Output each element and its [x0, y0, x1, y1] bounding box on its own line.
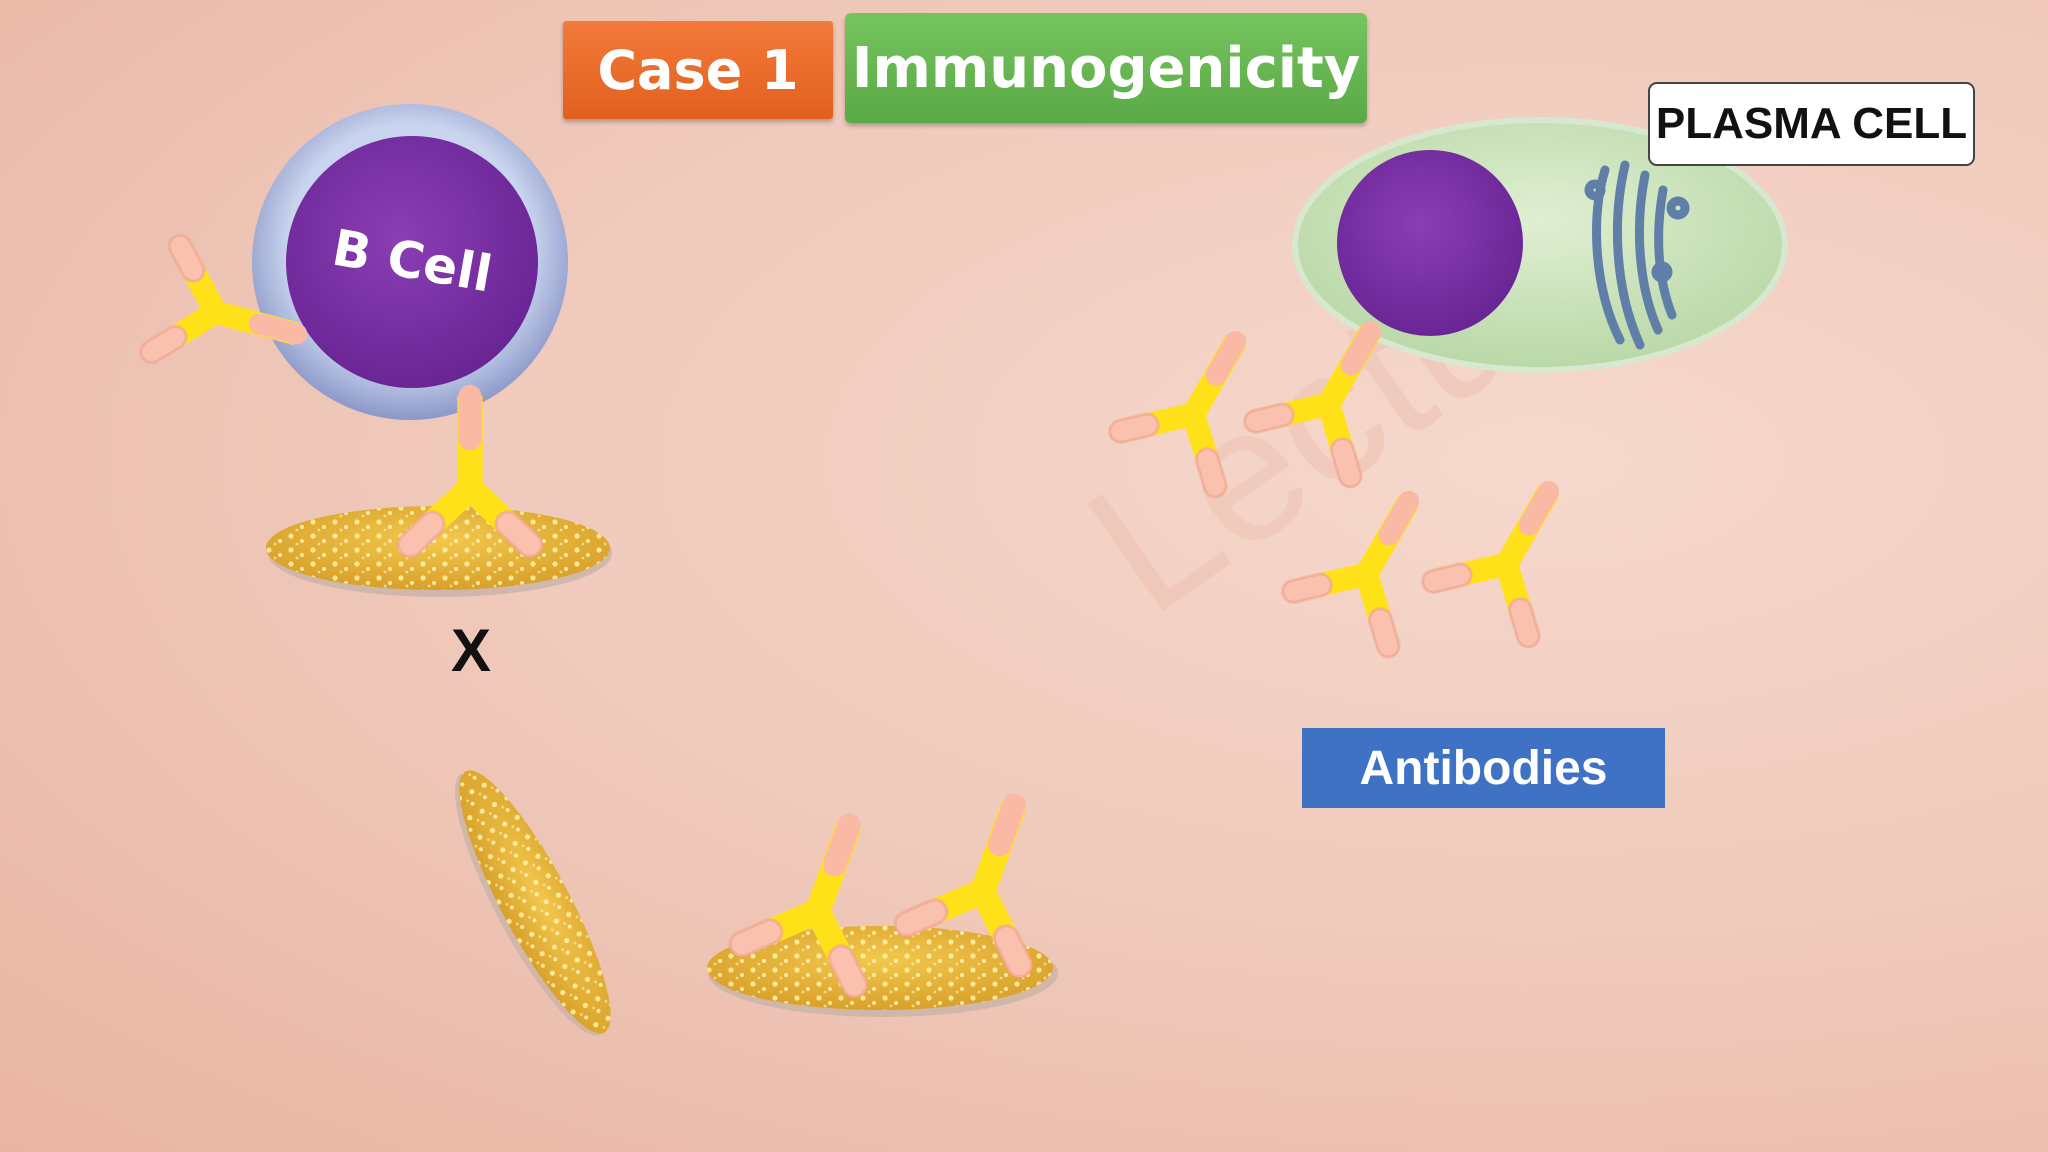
antigen-bound — [707, 926, 1058, 1017]
x-mark: X — [450, 617, 492, 684]
topic-chip: Immunogenicity — [845, 13, 1367, 123]
plasma-cell — [1292, 117, 1788, 373]
golgi-apparatus — [1584, 160, 1690, 350]
antigen-tilted — [455, 770, 611, 1036]
free-antibody-4 — [1434, 464, 1596, 636]
plasma-cell-label: PLASMA CELL — [1648, 82, 1975, 166]
case-chip: Case 1 — [563, 21, 833, 119]
antibodies-label: Antibodies — [1302, 728, 1665, 808]
b-cell — [252, 104, 568, 420]
